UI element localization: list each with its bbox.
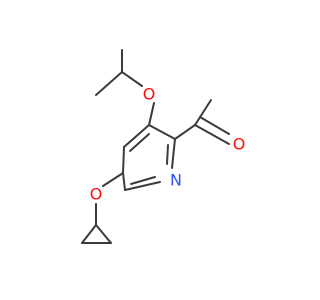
atom-n-pyridine: N bbox=[170, 171, 182, 190]
bond-cyclopropyl-right bbox=[95, 224, 112, 244]
bond-c2-c3-double bbox=[166, 144, 169, 165]
bond-cho-o-double-b bbox=[199, 116, 230, 135]
bond-c2-cho bbox=[174, 124, 196, 140]
atom-o-aldehyde: O bbox=[233, 135, 246, 154]
bond-c4-c3-double bbox=[129, 133, 150, 152]
bond-c4-c3 bbox=[123, 124, 150, 148]
bond-cyclopropyl-left bbox=[81, 224, 97, 244]
bond-o-isopropoxy-c3 bbox=[148, 102, 155, 126]
bond-ch3-left-ch bbox=[95, 71, 123, 96]
bond-c2-n1 bbox=[171, 138, 176, 169]
isopropyl-group bbox=[95, 49, 143, 96]
bond-c5-c4 bbox=[122, 146, 125, 174]
bond-n1-c6 bbox=[124, 181, 161, 191]
aldehyde-group bbox=[174, 99, 230, 145]
pyridine-ring bbox=[122, 124, 176, 191]
bond-c6-c5 bbox=[122, 172, 126, 191]
bond-cho-h bbox=[194, 99, 212, 126]
molecule-diagram: O O N O bbox=[81, 49, 246, 244]
bond-c5-o-cyclopropoxy bbox=[102, 172, 124, 187]
bond-cho-o-double-a bbox=[194, 124, 230, 145]
atom-o-cyclopropoxy: O bbox=[90, 185, 103, 204]
bond-ch-o-isopropoxy bbox=[121, 71, 143, 87]
bond-c3-c2 bbox=[148, 124, 176, 140]
bond-c6-n1-double bbox=[130, 176, 156, 185]
cyclopropoxy-group bbox=[81, 172, 124, 244]
atom-o-isopropoxy: O bbox=[143, 85, 156, 104]
